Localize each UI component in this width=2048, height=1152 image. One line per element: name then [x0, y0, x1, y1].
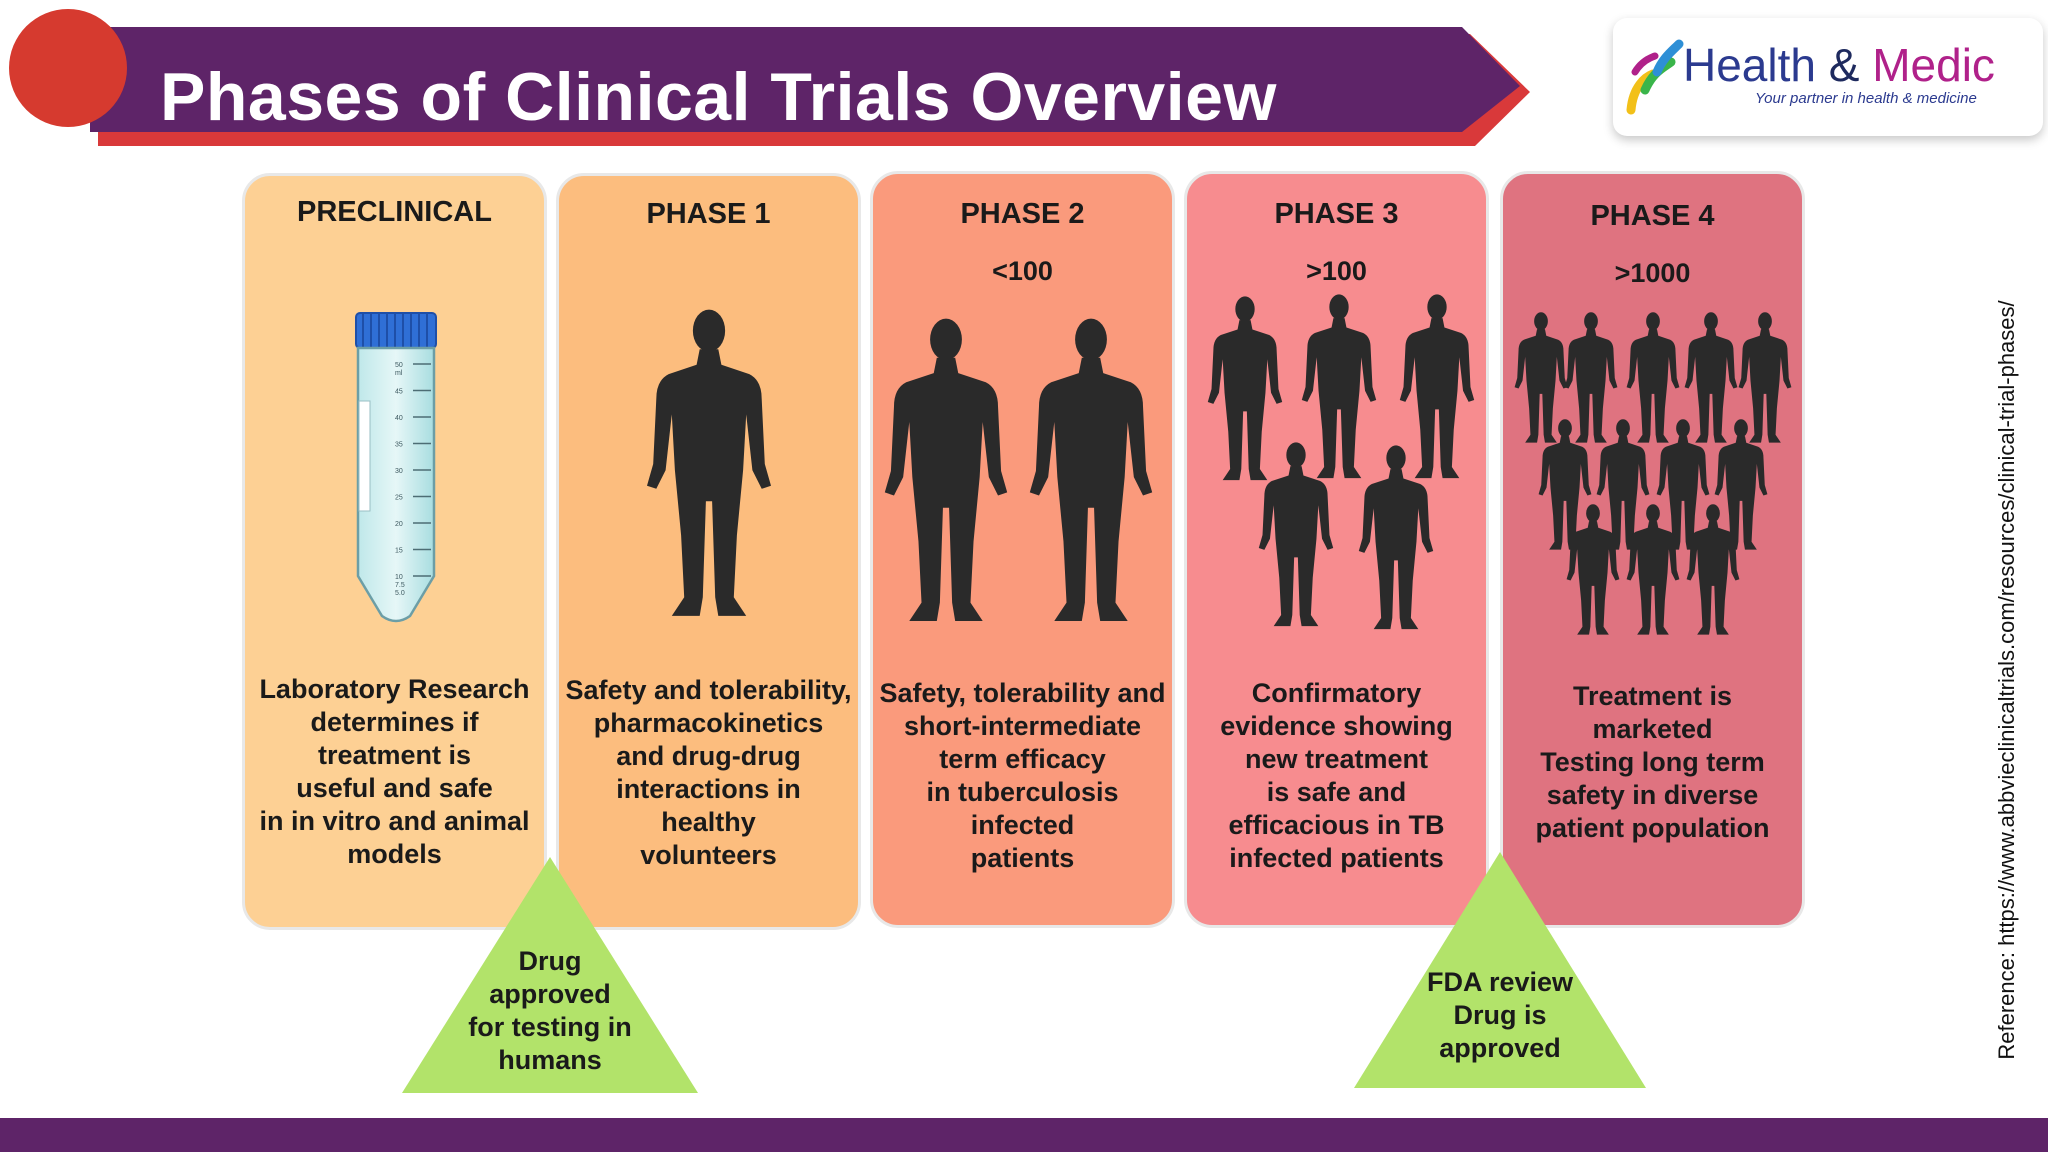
- tube-tick-label: 7.5: [395, 582, 405, 589]
- tube-tick-label: ml: [395, 370, 403, 377]
- logo-word-medic: Medic: [1872, 39, 1995, 91]
- card-count-phase-4: >1000: [1614, 258, 1691, 288]
- tube-tick-label: 30: [395, 468, 403, 475]
- person-icon: [1686, 504, 1740, 635]
- milestone-label-fda-approval: FDA review Drug is approved: [1426, 967, 1574, 1063]
- person-icon: [1301, 294, 1377, 479]
- card-phase-2: PHASE 2 <100 Safety, tolerability and sh…: [870, 171, 1175, 928]
- tube-tick-label: 20: [395, 521, 403, 528]
- person-icon: [1029, 318, 1153, 621]
- footer-bar: [0, 1118, 2048, 1152]
- logo-tagline: Your partner in health & medicine: [1755, 90, 1977, 107]
- person-icon: [1399, 294, 1475, 479]
- person-icon: [647, 309, 771, 616]
- person-icon: [1626, 312, 1680, 443]
- banner-circle: [9, 9, 127, 127]
- person-icon: [1207, 294, 1475, 630]
- card-desc-phase-1: Safety and tolerability, pharmacokinetic…: [565, 675, 852, 870]
- logo-wordmark: Health & Medic: [1683, 38, 1995, 92]
- card-desc-preclinical: Laboratory Research determines if treatm…: [259, 674, 530, 869]
- card-desc-phase-4: Treatment is marketed Testing long term …: [1535, 681, 1770, 843]
- person-icon: [1538, 419, 1592, 550]
- tube-tick-label: 10: [395, 574, 403, 581]
- card-title-phase-2: PHASE 2: [960, 198, 1085, 230]
- tube-tick-label: 45: [395, 389, 403, 396]
- logo-ampersand: &: [1828, 39, 1860, 91]
- card-desc-phase-2: Safety, tolerability and short-intermedi…: [879, 678, 1166, 873]
- milestone-triangle-fda-approval: [1354, 852, 1646, 1088]
- milestone-triangle-human-testing: [402, 857, 698, 1093]
- card-title-preclinical: PRECLINICAL: [297, 196, 492, 228]
- card-count-phase-2: <100: [992, 256, 1053, 286]
- person-icon: [1738, 312, 1792, 443]
- tube-tick-label: 15: [395, 548, 403, 555]
- person-icon: [1626, 504, 1680, 635]
- page-title: Phases of Clinical Trials Overview: [160, 59, 1277, 135]
- tube-tick-label: 35: [395, 442, 403, 449]
- milestone-label-human-testing: Drug approved for testing in humans: [468, 946, 632, 1075]
- tube-tick-label: 50: [395, 362, 403, 369]
- person-icon: [1714, 419, 1768, 550]
- card-phase-4: PHASE 4 >1000 Treatment is marketed Test…: [1500, 171, 1805, 928]
- person-icon: [1514, 312, 1792, 635]
- card-title-phase-3: PHASE 3: [1274, 198, 1399, 230]
- person-icon: [1656, 419, 1710, 550]
- card-desc-phase-3: Confirmatory evidence showing new treatm…: [1220, 678, 1453, 873]
- logo-ribbon-icon: [1626, 39, 1684, 115]
- title-banner: [9, 9, 1530, 146]
- tube-tick-label: 40: [395, 415, 403, 422]
- person-icon: [1564, 312, 1618, 443]
- person-icon: [1596, 419, 1650, 550]
- person-icon: [1207, 296, 1283, 481]
- person-icon: [647, 309, 771, 616]
- card-phase-3: PHASE 3 >100 Confirmatory evidence showi…: [1184, 171, 1489, 928]
- person-icon: [1684, 312, 1738, 443]
- person-icon: [1358, 445, 1434, 630]
- person-icon: [1514, 312, 1568, 443]
- tube-tick-label: 5.0: [395, 590, 405, 597]
- card-title-phase-1: PHASE 1: [646, 198, 771, 230]
- card-title-phase-4: PHASE 4: [1590, 200, 1715, 232]
- person-icon: [884, 318, 1153, 621]
- person-icon: [1258, 442, 1334, 627]
- health-medic-logo: Health & Medic Your partner in health & …: [1613, 18, 2043, 136]
- banner-body: [90, 27, 1520, 132]
- person-icon: [1566, 504, 1620, 635]
- tube-tick-label: 25: [395, 495, 403, 502]
- reference-text: Reference: https://www.abbvieclinicaltri…: [1994, 300, 2019, 1060]
- logo-word-health: Health: [1683, 39, 1816, 91]
- card-phase-1: PHASE 1 Safety and tolerability, pharmac…: [556, 173, 861, 930]
- card-count-phase-3: >100: [1306, 256, 1367, 286]
- person-icon: [884, 318, 1008, 621]
